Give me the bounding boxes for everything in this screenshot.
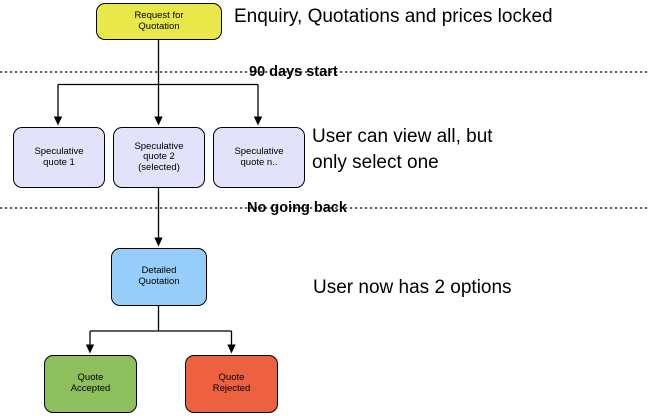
node-quote-accepted[interactable]: Quote Accepted xyxy=(44,355,137,413)
node-detailed-quotation[interactable]: Detailed Quotation xyxy=(111,248,207,306)
annotation-view-all-select-one: User can view all, but only select one xyxy=(312,126,493,173)
node-request-for-quotation[interactable]: Request for Quotation xyxy=(96,3,222,40)
phase-label-no-going-back: No going back xyxy=(247,200,347,216)
node-speculative-quote-2-selected[interactable]: Speculative quote 2 (selected) xyxy=(113,127,205,188)
node-speculative-quote-1[interactable]: Speculative quote 1 xyxy=(13,127,105,188)
annotation-two-options: User now has 2 options xyxy=(313,277,512,298)
phase-label-90-days-start: 90 days start xyxy=(249,64,338,80)
node-speculative-quote-n[interactable]: Speculative quote n.. xyxy=(213,127,305,188)
node-quote-rejected[interactable]: Quote Rejected xyxy=(185,355,278,413)
annotation-prices-locked: Enquiry, Quotations and prices locked xyxy=(234,6,553,27)
